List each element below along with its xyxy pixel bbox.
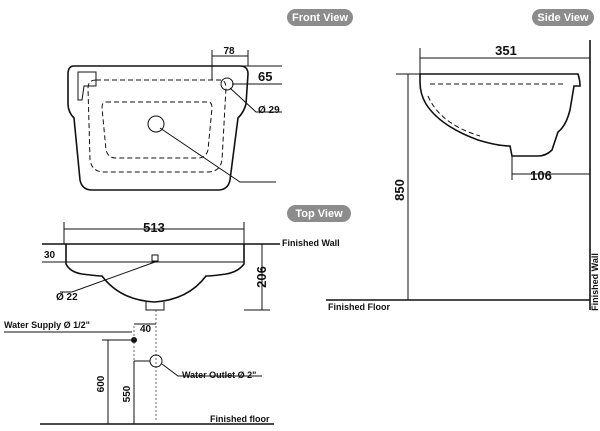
side-finished-wall: Finished Wall (590, 253, 600, 311)
plumbing-dim-600: 600 (96, 375, 107, 392)
water-outlet-label: Water Outlet Ø 2" (182, 370, 256, 380)
plumbing-dim-550: 550 (122, 385, 133, 402)
water-supply-label: Water Supply Ø 1/2" (4, 320, 90, 330)
top-view-basin (42, 222, 280, 311)
top-dim-22: Ø 22 (56, 292, 78, 303)
front-dim-29: Ø 29 (258, 105, 280, 116)
badge-top-view: Top View (287, 205, 351, 222)
top-dim-30: 30 (44, 250, 56, 261)
water-outlet-point (149, 354, 163, 368)
plumbing-finished-floor: Finished floor (210, 414, 270, 424)
side-view-basin (326, 40, 591, 310)
badge-top-view-label: Top View (295, 208, 343, 220)
side-dim-106: 106 (530, 168, 552, 183)
top-dim-513: 513 (143, 220, 165, 235)
front-dim-78: 78 (223, 46, 235, 57)
side-dim-850: 850 (392, 179, 407, 201)
top-dim-206: 206 (254, 266, 269, 288)
badge-front-view-label: Front View (292, 12, 348, 24)
side-dim-351: 351 (495, 43, 517, 58)
side-finished-floor: Finished Floor (328, 302, 390, 312)
front-dim-65: 65 (258, 69, 272, 84)
front-view-basin (67, 50, 282, 191)
plumbing-dim-40: 40 (140, 324, 152, 335)
badge-side-view: Side View (532, 9, 594, 26)
top-finished-wall: Finished Wall (282, 238, 340, 248)
badge-front-view: Front View (287, 9, 353, 26)
badge-side-view-label: Side View (537, 12, 589, 24)
plumbing-layout (4, 310, 274, 425)
